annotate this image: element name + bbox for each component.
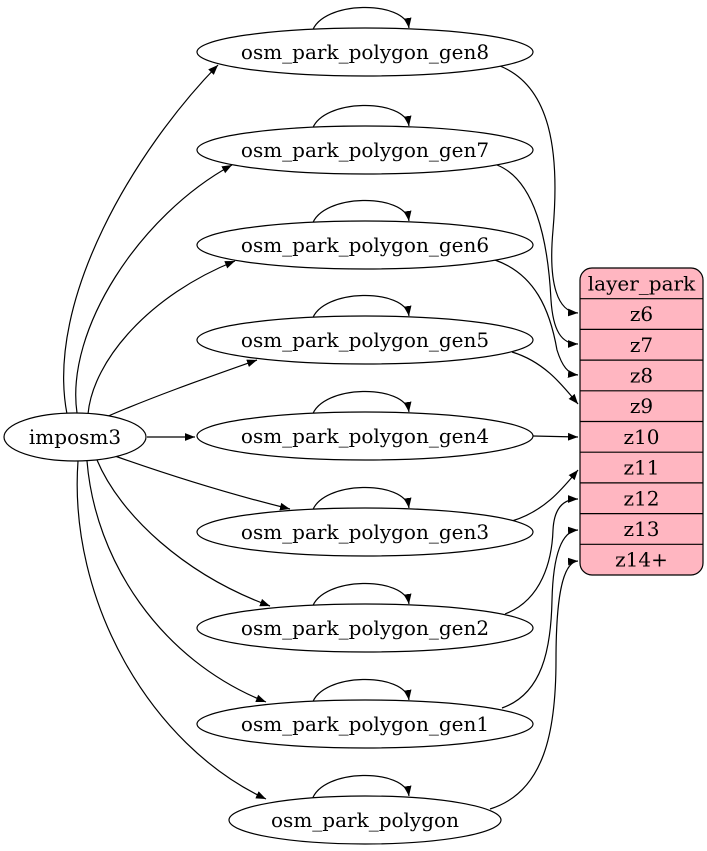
- node-osm-park-polygon-gen2: osm_park_polygon_gen2: [196, 603, 534, 653]
- node-osm-park-polygon-gen3: osm_park_polygon_gen3: [196, 507, 534, 557]
- layer-park-row-z6: z6: [630, 302, 653, 326]
- layer-park-row-z10: z10: [624, 425, 660, 449]
- osm-park-polygon-gen6-label: osm_park_polygon_gen6: [241, 233, 489, 257]
- osm-park-polygon-gen8-shape: [196, 27, 534, 77]
- self-loop-gen6: [311, 199, 412, 226]
- node-osm-park-polygon-gen5: osm_park_polygon_gen5: [196, 315, 534, 365]
- edge-imposm3-to-gen7: [75, 164, 233, 414]
- osm-park-polygon-gen7-shape: [196, 125, 534, 175]
- edge-imposm3-to-gen5: [105, 359, 258, 418]
- node-osm-park-polygon-gen4: osm_park_polygon_gen4: [196, 411, 534, 461]
- self-loop-gen4: [311, 390, 412, 417]
- osm-park-polygon-gen3-shape: [196, 507, 534, 557]
- edge-imposm3-to-gen6: [87, 260, 236, 415]
- node-osm-park-polygon-gen7: osm_park_polygon_gen7: [196, 125, 534, 175]
- edge-gen6-to-z8: [494, 259, 579, 378]
- osm-park-polygon-gen1-label: osm_park_polygon_gen1: [241, 712, 489, 736]
- node-osm-park-polygon: osm_park_polygon: [228, 795, 502, 845]
- osm-park-polygon-gen2-label: osm_park_polygon_gen2: [241, 616, 489, 640]
- self-loop-poly: [311, 774, 412, 801]
- self-loop-gen5: [311, 294, 412, 321]
- layer-park-row-z7: z7: [630, 333, 653, 357]
- layer-park-row-z11: z11: [624, 456, 660, 480]
- self-loop-gen1: [311, 678, 412, 705]
- layer-park-header: layer_park: [588, 271, 696, 295]
- osm-park-polygon-gen7-label: osm_park_polygon_gen7: [241, 138, 489, 162]
- self-loop-gen8: [311, 6, 412, 33]
- edges-layer: [63, 6, 579, 810]
- osm-park-polygon-gen2-shape: [196, 603, 534, 653]
- edge-poly-to-z14plus: [489, 557, 579, 810]
- osm-park-polygon-label: osm_park_polygon: [271, 808, 459, 832]
- edge-gen2-to-z12: [504, 495, 579, 615]
- osm-park-polygon-gen4-label: osm_park_polygon_gen4: [241, 424, 489, 448]
- self-loop-gen7: [311, 104, 412, 131]
- layer-park-row-z9: z9: [630, 394, 653, 418]
- edge-imposm3-to-gen8: [63, 64, 219, 415]
- osm-park-polygon-gen5-label: osm_park_polygon_gen5: [241, 328, 489, 352]
- layer-park-row-z8: z8: [630, 363, 653, 387]
- node-osm-park-polygon-gen6: osm_park_polygon_gen6: [196, 220, 534, 270]
- edge-gen3-to-z11: [511, 469, 579, 522]
- node-osm-park-polygon-gen1: osm_park_polygon_gen1: [196, 699, 534, 749]
- node-osm-park-polygon-gen8: osm_park_polygon_gen8: [196, 27, 534, 77]
- edge-gen5-to-z9: [511, 351, 579, 405]
- edge-imposm3-to-gen3: [111, 454, 291, 511]
- edge-gen1-to-z13: [501, 526, 579, 709]
- osm-park-polygon-gen3-label: osm_park_polygon_gen3: [241, 520, 489, 544]
- layer-park-row-z12: z12: [624, 486, 660, 510]
- edge-gen8-to-z6: [499, 65, 579, 317]
- imposm3-label: imposm3: [29, 425, 121, 449]
- self-loop-gen2: [311, 582, 412, 609]
- nodes-layer: imposm3 osm_park_polygon_gen8 osm_park_pol…: [3, 27, 704, 845]
- self-loop-gen3: [311, 486, 412, 513]
- osm-park-polygon-gen6-shape: [196, 220, 534, 270]
- osm-park-polygon-gen1-shape: [196, 699, 534, 749]
- edge-imposm3-to-poly: [76, 460, 267, 800]
- osm-park-polygon-shape: [228, 795, 502, 845]
- osm-park-polygon-gen8-label: osm_park_polygon_gen8: [241, 40, 489, 64]
- edge-imposm3-to-gen1: [86, 460, 267, 703]
- osm-park-polygon-gen4-shape: [196, 411, 534, 461]
- edge-gen4-to-z10: [532, 432, 579, 441]
- imposm3-shape: [3, 412, 147, 462]
- node-imposm3: imposm3: [3, 412, 147, 462]
- layer-park-row-z14plus: z14+: [615, 548, 668, 572]
- node-layer-park: layer_park z6 z7 z8 z9 z10 z11 z12 z13 z14+: [579, 267, 704, 576]
- layer-park-row-z13: z13: [624, 517, 660, 541]
- edge-imposm3-to-gen2: [96, 459, 271, 607]
- osm-park-polygon-gen5-shape: [196, 315, 534, 365]
- edge-gen7-to-z7: [496, 164, 579, 348]
